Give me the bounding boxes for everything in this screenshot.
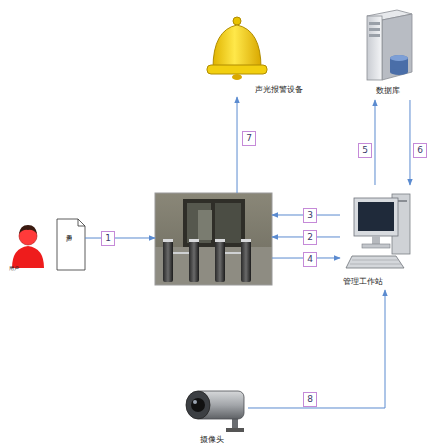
node-label: 声光报警设备 [255, 86, 303, 94]
node-label: 摄像头 [200, 436, 224, 444]
callout-number: 5 [358, 143, 372, 158]
person-icon [12, 225, 44, 268]
user-node: 用户 [8, 220, 50, 272]
camera-node: 摄像头 [183, 385, 248, 446]
flow-arrow [237, 97, 238, 193]
node-label: 用户 [9, 266, 19, 271]
callout-number: 8 [303, 392, 317, 407]
turnstile-photo [155, 193, 272, 285]
alarm-device: 声光报警设备 [200, 12, 270, 97]
flow-arrow [85, 237, 155, 238]
card-icon [57, 219, 85, 270]
callout-number: 2 [303, 230, 317, 245]
server-tower [367, 10, 412, 80]
flow-arrow [248, 290, 385, 408]
flow-arrow [374, 100, 375, 185]
alarm-bell [207, 17, 267, 80]
flow-arrow [409, 100, 410, 185]
card-node: 用户卡 [57, 218, 85, 270]
callout-number: 1 [101, 231, 115, 246]
turnstile-node [155, 193, 272, 285]
callout-number: 7 [242, 131, 256, 146]
node-label: 管理工作站 [343, 278, 383, 286]
node-label: 数据库 [376, 87, 400, 95]
database-node: 数据库 [360, 5, 420, 100]
workstation-icon [346, 194, 410, 268]
camera-icon [186, 391, 244, 432]
workstation-node: 管理工作站 [340, 185, 412, 290]
callout-number: 3 [303, 208, 317, 223]
callout-number: 6 [413, 143, 427, 158]
callout-number: 4 [303, 252, 317, 267]
